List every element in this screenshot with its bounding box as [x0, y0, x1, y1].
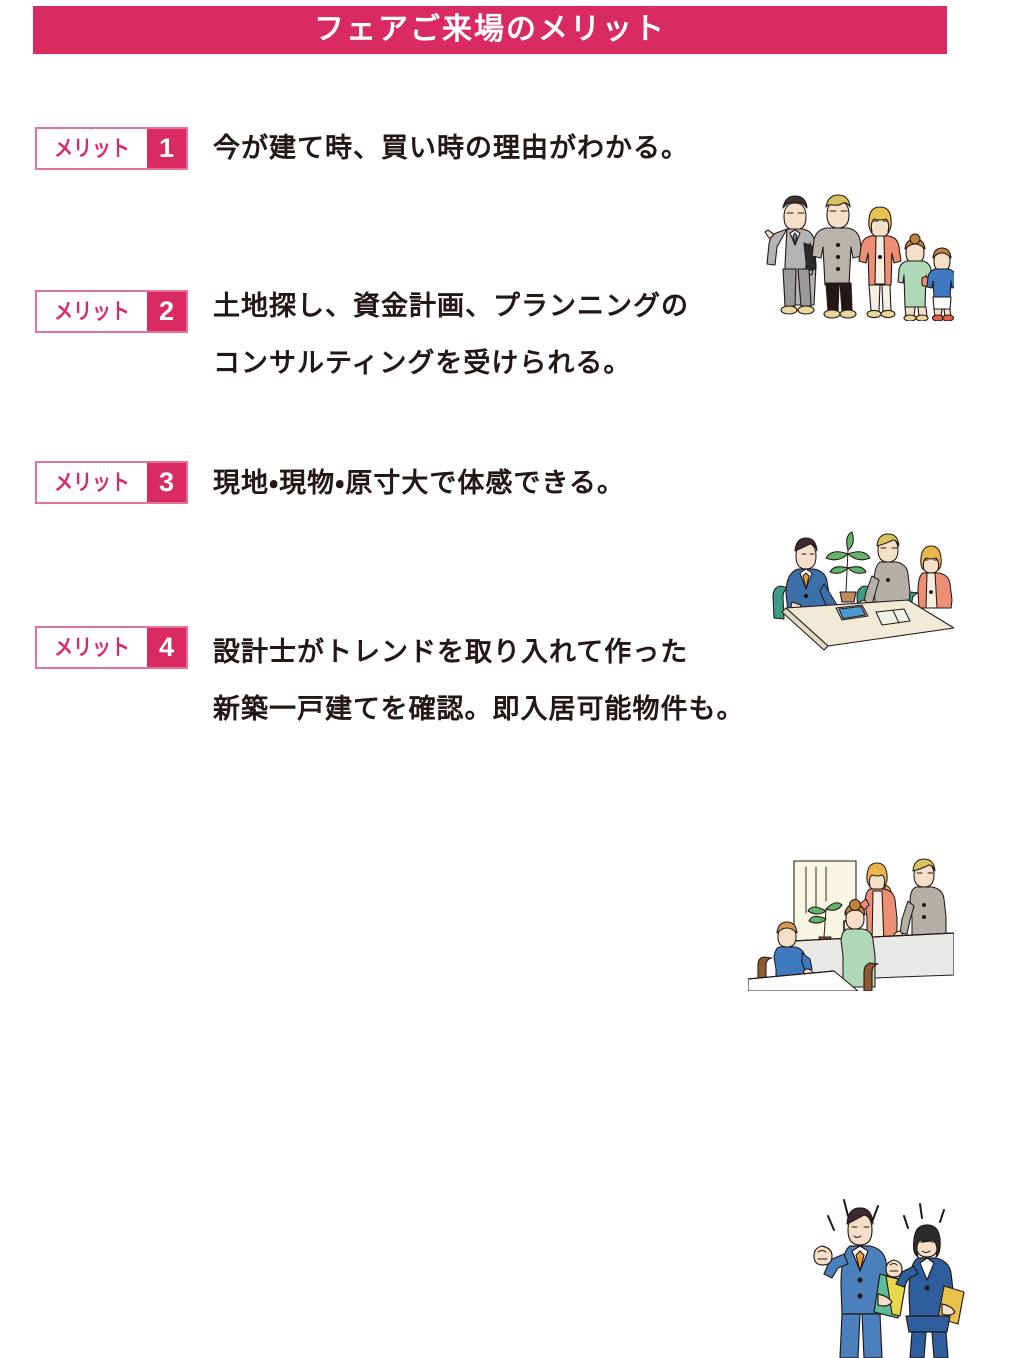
merit-badge-number: 3: [147, 463, 186, 502]
merit-text-line: 現地・現物・原寸大で体感できる。: [213, 468, 625, 498]
merit-badge-number: 2: [147, 292, 186, 331]
merit-badge-number: 4: [147, 628, 186, 667]
merit-text-4: 設計士がトレンドを取り入れて作った 新築一戸建てを確認。即入居可能物件も。: [213, 624, 744, 738]
header-banner: フェアご来場のメリット: [33, 6, 947, 54]
merit-row: メリット 3 現地・現物・原寸大で体感できる。: [0, 425, 1010, 991]
merit-badge-1: メリット 1: [35, 127, 188, 170]
merit-text-3: 現地・現物・原寸大で体感できる。: [213, 455, 625, 512]
merit-badge-label: メリット: [54, 298, 130, 324]
merit-text-2: 土地探し、資金計画、プランニングの コンサルティングを受けられる。: [213, 278, 689, 392]
model-home-kitchen-tour-illustration: [748, 853, 954, 991]
merit-text-line: 今が建て時、買い時の理由がわかる。: [213, 133, 689, 163]
merit-badge-label: メリット: [54, 634, 130, 660]
merit-text-line: コンサルティングを受けられる。: [213, 348, 632, 378]
merit-badge-label: メリット: [54, 469, 130, 495]
cheering-staff-pair-illustration: [792, 1182, 980, 1358]
merit-text-1: 今が建て時、買い時の理由がわかる。: [213, 120, 689, 177]
merit-row: メリット 4 設計士がトレンドを取り入れて作った 新築一戸建てを確認。即入居可能…: [0, 590, 1010, 1358]
consultation-meeting-illustration: [758, 520, 954, 656]
merit-badge-2: メリット 2: [35, 290, 188, 333]
merit-row: メリット 1 今が建て時、買い時の理由がわかる。: [0, 85, 1010, 321]
merit-row: メリット 2 土地探し、資金計画、プランニングの コンサルティングを受けられる。: [0, 258, 1010, 651]
merit-text-line: 土地探し、資金計画、プランニングの: [213, 291, 689, 321]
merit-badge-4: メリット 4: [35, 626, 188, 669]
page-title: フェアご来場のメリット: [314, 13, 666, 46]
merit-text-line: 設計士がトレンドを取り入れて作った: [213, 637, 689, 667]
merit-badge-number: 1: [147, 129, 186, 168]
sales-staff-with-family-illustration: [762, 173, 954, 321]
merit-badge-3: メリット 3: [35, 461, 188, 504]
merit-text-line: 新築一戸建てを確認。即入居可能物件も。: [213, 694, 745, 724]
merit-badge-label: メリット: [54, 135, 130, 161]
